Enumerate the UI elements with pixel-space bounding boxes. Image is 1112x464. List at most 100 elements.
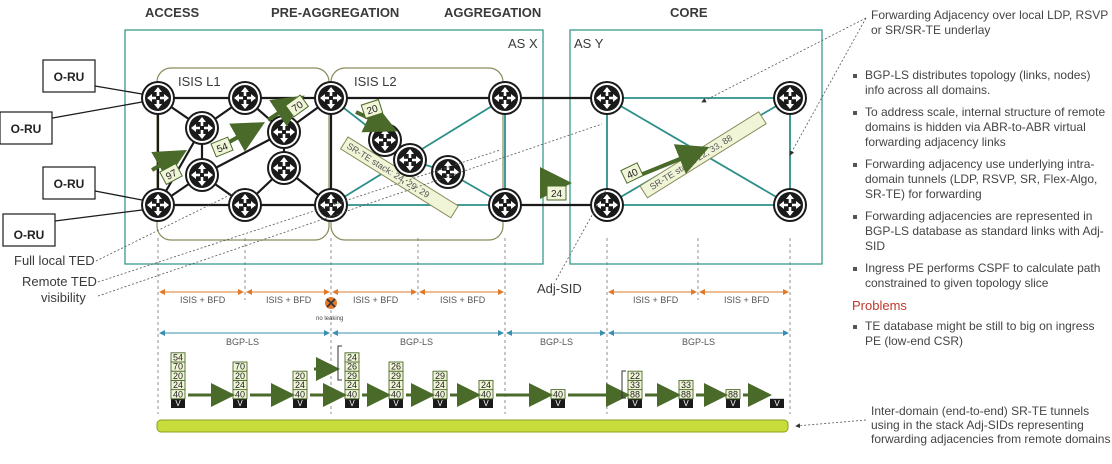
oru-box-4: O-RU: [2, 213, 56, 247]
adj-sid-label: Adj-SID: [537, 281, 582, 296]
bullet-item: Ingress PE performs CSPF to calculate pa…: [852, 261, 1107, 291]
stack-bottom-cell: [628, 398, 642, 408]
push-bracket: [337, 345, 342, 381]
router-access-1: [141, 81, 175, 115]
svg-text:O-RU: O-RU: [54, 70, 85, 84]
router-access-6: [267, 151, 301, 185]
stack-label-value: 40: [235, 389, 245, 399]
stack-bottom-cell: [479, 398, 493, 408]
stack-label-cell: [432, 370, 448, 381]
stack-label-value: 24: [391, 380, 401, 390]
bgp-ls-1: BGP-LS: [226, 337, 259, 347]
oru-links: [46, 85, 143, 223]
svg-text:20: 20: [365, 103, 379, 117]
stack-label-value: 88: [681, 389, 691, 399]
router-core-3: [773, 81, 807, 115]
stack-label-value: 24: [173, 380, 183, 390]
as-x-domain: [124, 29, 544, 265]
stack-label-value: 40: [481, 389, 491, 399]
right-panel: BGP-LS distributes topology (links, node…: [852, 68, 1107, 356]
stack-label-value: 40: [391, 389, 401, 399]
sr-stack-banner-core: SR-TE stack: 22, 33, 88: [639, 111, 767, 199]
stack-label-value: 40: [295, 389, 305, 399]
link-label-40: 40: [620, 162, 644, 184]
label-stacks: V4024207054V40242070V402420V4024292624V4…: [170, 345, 784, 408]
stack-bottom-label: V: [175, 399, 181, 408]
svg-text:O-RU: O-RU: [11, 122, 42, 136]
router-access-4: [267, 115, 301, 149]
stack-label-value: 20: [295, 371, 305, 381]
router-core-2: [590, 188, 624, 222]
stack-label-cell: [627, 370, 643, 381]
svg-text:97: 97: [164, 168, 179, 183]
stack-label-value: 26: [391, 362, 401, 372]
svg-text:O-RU: O-RU: [14, 228, 45, 242]
isis-bfd-4: ISIS + BFD: [440, 295, 486, 305]
as-x-label: AS X: [508, 36, 538, 51]
stack-bottom-cell: [345, 398, 359, 408]
stack-label-value: 40: [435, 389, 445, 399]
full-ted-label: Full local TED: [14, 253, 95, 268]
stack-bottom-cell: [293, 398, 307, 408]
link-label-97: 97: [159, 162, 183, 186]
router-access-5: [185, 158, 219, 192]
stack-label-cell: [344, 352, 360, 363]
stack-bottom-label: V: [730, 399, 736, 408]
router-access-3: [185, 111, 219, 145]
stack-bottom-label: V: [774, 399, 780, 408]
stack-bottom-cell: [679, 398, 693, 408]
path-arrows: [151, 95, 710, 199]
stack-bottom-label: V: [393, 399, 399, 408]
stack-bottom-cell: [171, 398, 185, 408]
router-agg-top: [488, 81, 522, 115]
stack-label-value: 54: [173, 353, 183, 363]
forwarding-adjacency-note: Forwarding Adjacency over local LDP, RSV…: [871, 8, 1109, 37]
stack-label-value: 20: [173, 371, 183, 381]
router-preagg-top: [314, 81, 348, 115]
sr-stack-core-label: SR-TE stack: 22, 33, 88: [648, 133, 734, 192]
isis-bfd-2: ISIS + BFD: [266, 295, 312, 305]
svg-text:40: 40: [625, 167, 640, 182]
link-label-54: 54: [210, 136, 234, 158]
no-leaking-label: no leaking: [316, 316, 343, 322]
oru-box-1: O-RU: [42, 59, 96, 93]
stack-bottom-cell: [726, 398, 740, 408]
router-access-7: [141, 188, 175, 222]
stack-bottom-label: V: [483, 399, 489, 408]
bullet-item: To address scale, internal structure of …: [852, 105, 1107, 150]
router-access-2: [228, 81, 262, 115]
isis-l1-label: ISIS L1: [178, 74, 221, 89]
stack-label-cell: [388, 361, 404, 372]
router-agg-3: [431, 155, 465, 189]
problems-title: Problems: [852, 298, 907, 313]
annotation-pointers: [95, 17, 867, 429]
remote-ted-label-2: visibility: [41, 290, 86, 305]
header-aggregation: AGGREGATION: [444, 5, 541, 20]
bgp-ls-4: BGP-LS: [682, 337, 715, 347]
stack-label-value: 40: [347, 389, 357, 399]
isis-l2-label: ISIS L2: [354, 74, 397, 89]
stack-label-value: 40: [173, 389, 183, 399]
stack-label-cell: [292, 370, 308, 381]
stack-bottom-cell: [233, 398, 247, 408]
stack-label-value: 29: [435, 371, 445, 381]
stack-label-value: 33: [681, 380, 691, 390]
header-pre-aggregation: PRE-AGGREGATION: [271, 5, 399, 20]
header-access: ACCESS: [145, 5, 200, 20]
stack-bottom-label: V: [555, 399, 561, 408]
link-label-24: 24: [546, 185, 567, 201]
bgp-ls-2: BGP-LS: [400, 337, 433, 347]
router-agg-2: [393, 143, 427, 177]
stack-label-value: 24: [347, 380, 357, 390]
stack-bottom-cell: [551, 398, 565, 408]
isis-bfd-3: ISIS + BFD: [353, 295, 399, 305]
bullet-item: Forwarding adjacency use underlying intr…: [852, 157, 1107, 202]
stack-label-value: 29: [347, 371, 357, 381]
oru-box-3: O-RU: [42, 166, 96, 200]
stack-bottom-label: V: [437, 399, 443, 408]
problem-item: TE database might be still to big on ing…: [852, 319, 1107, 349]
stack-bottom-label: V: [349, 399, 355, 408]
stack-label-value: 22: [630, 371, 640, 381]
stack-bottom-label: V: [297, 399, 303, 408]
